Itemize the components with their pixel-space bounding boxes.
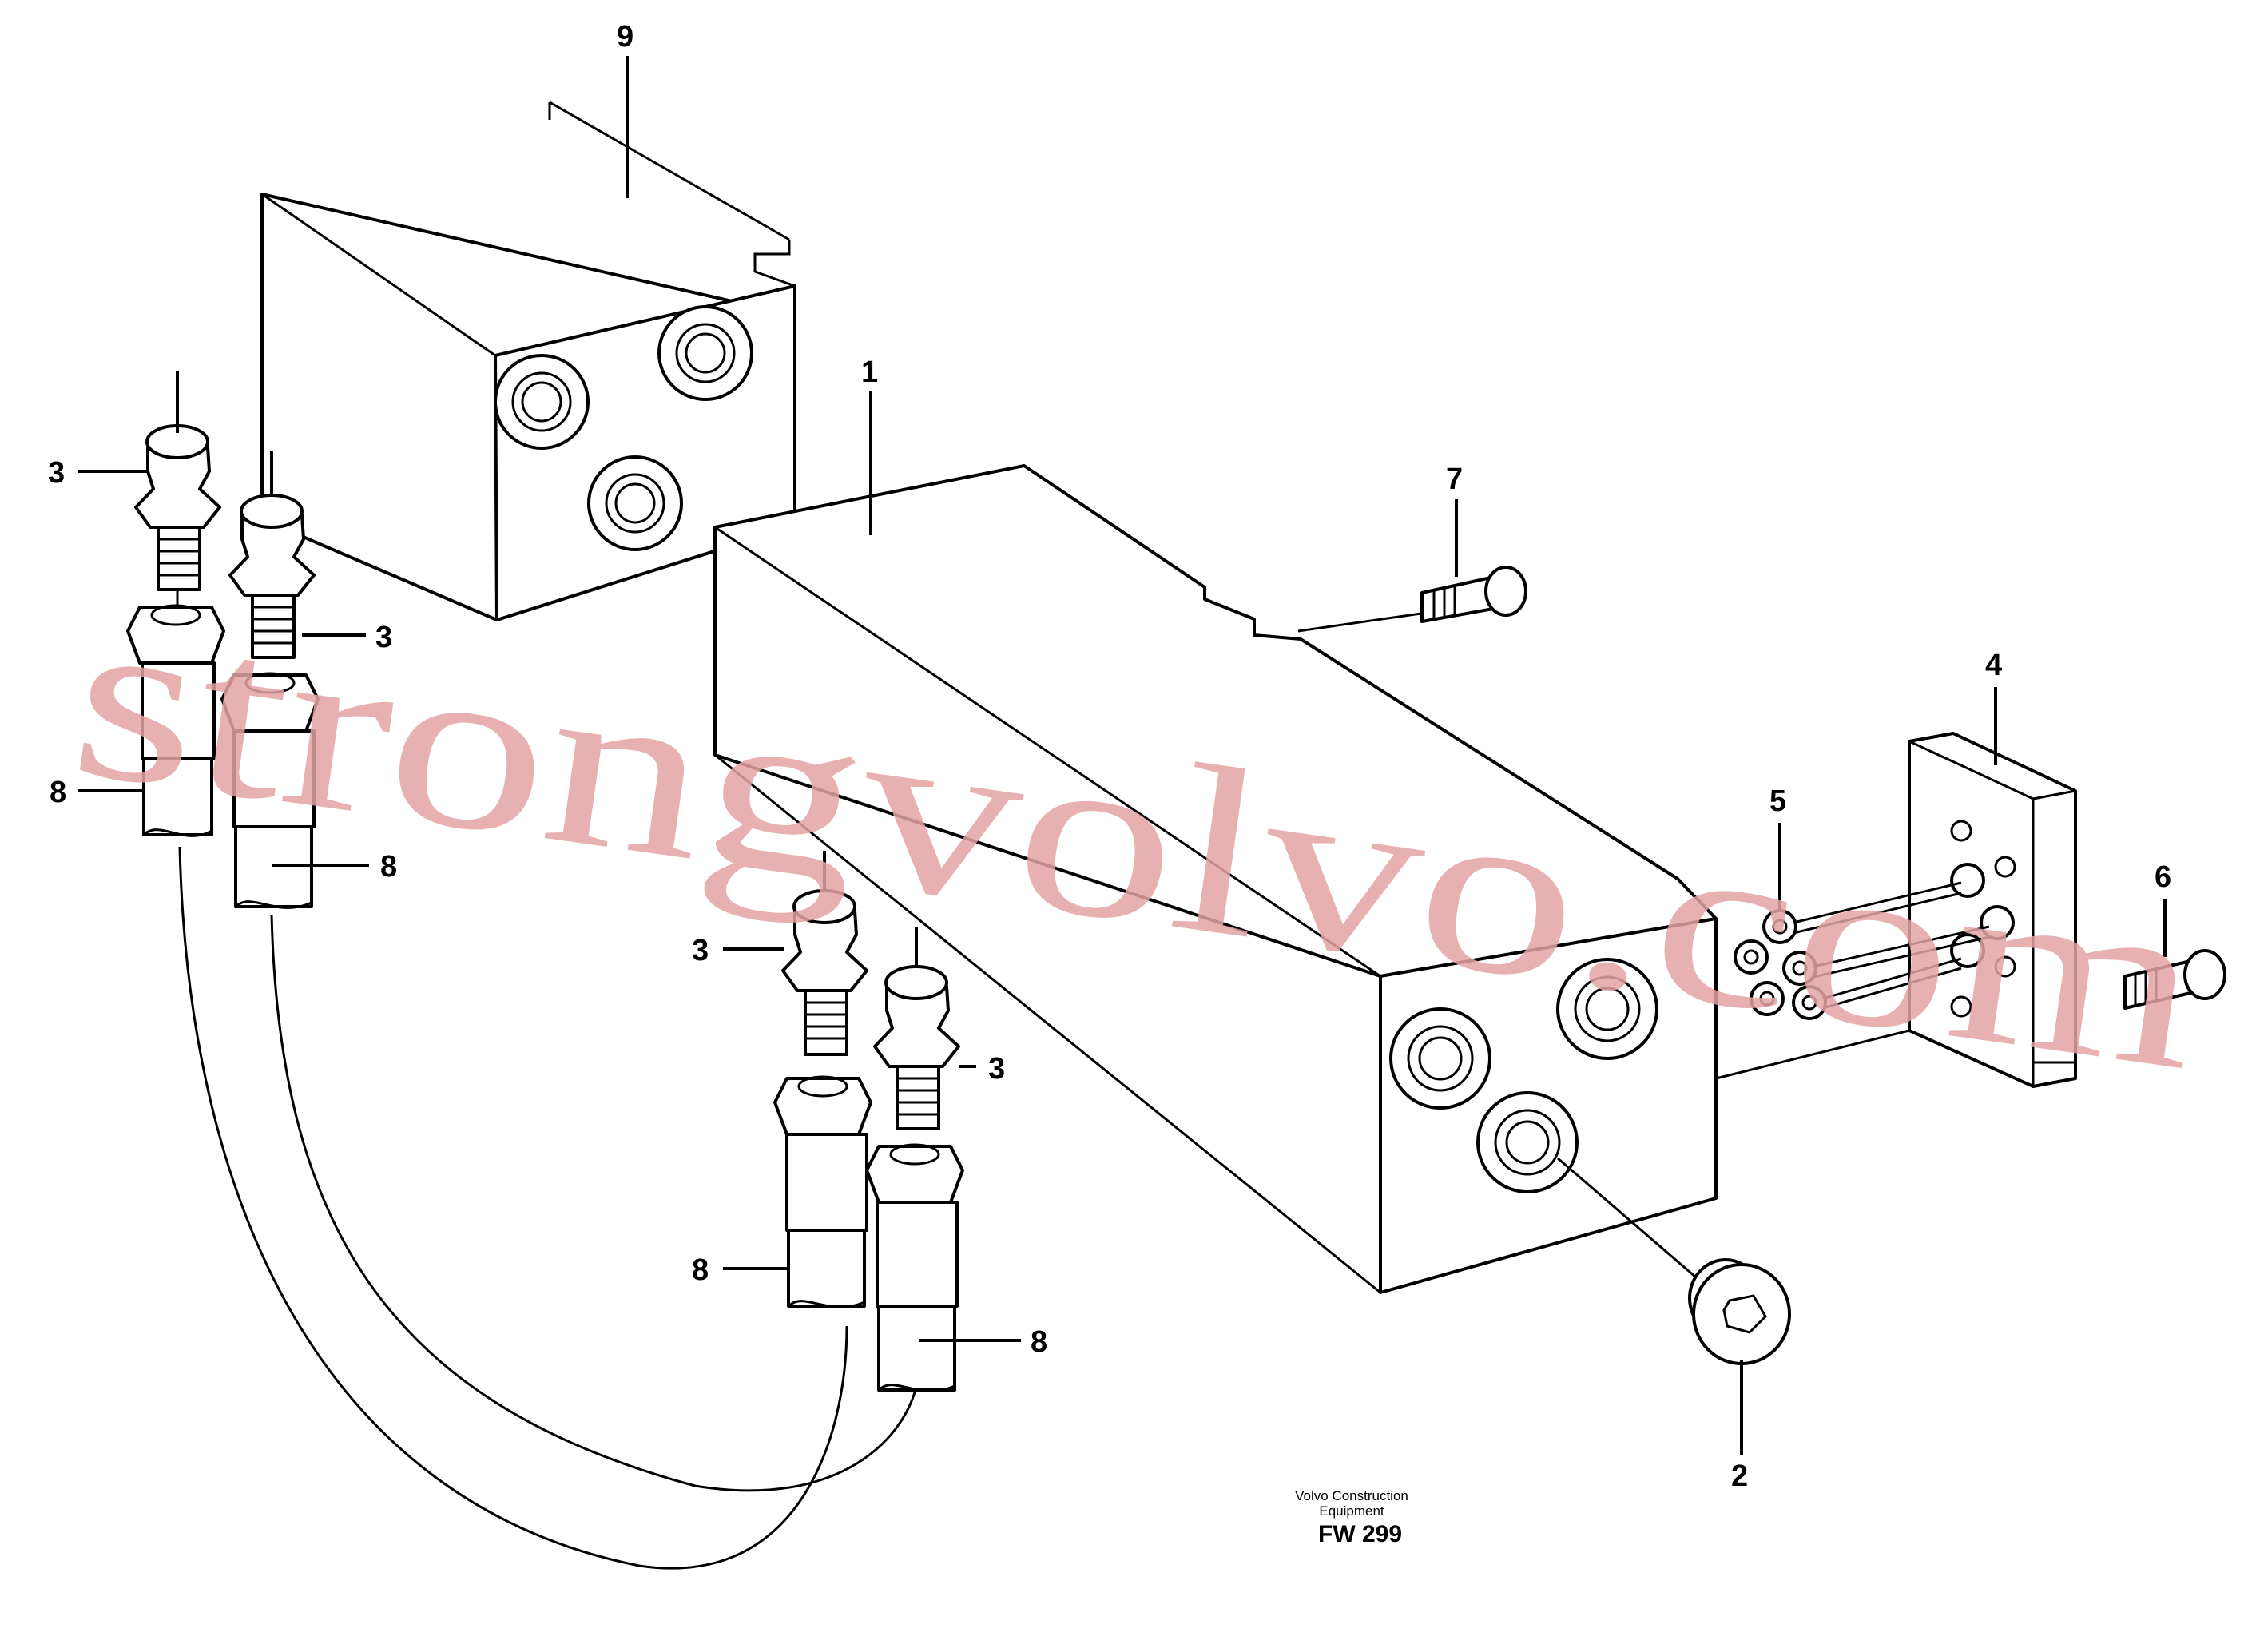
callout-4: 4 [1985, 649, 2002, 682]
callout-9: 9 [617, 20, 634, 54]
hose-assembly-right [773, 889, 964, 1392]
hose-assembly-left [126, 424, 920, 1570]
leader-lines [78, 56, 2167, 1455]
callout-6: 6 [2155, 860, 2171, 894]
callout-8c: 8 [692, 1253, 709, 1287]
callout-3c: 3 [692, 934, 709, 967]
callout-2: 2 [1731, 1459, 1748, 1493]
washers-5 [1734, 881, 1990, 1020]
footer-brand-line1: Volvo Construction [1295, 1488, 1408, 1503]
callout-3a: 3 [48, 456, 65, 490]
callout-8a: 8 [50, 776, 66, 809]
footer-drawing-code: FW 299 [1318, 1521, 1402, 1547]
screw-6 [2123, 949, 2226, 1010]
callout-labels: 9 1 7 4 5 6 3 3 3 3 8 8 8 8 2 [48, 20, 2171, 1493]
callout-1: 1 [861, 355, 878, 389]
callout-5: 5 [1769, 784, 1786, 818]
plug-2 [1557, 1157, 1791, 1365]
valve-block-1 [713, 464, 1718, 1294]
callout-7: 7 [1446, 463, 1463, 496]
callout-8d: 8 [1031, 1325, 1047, 1359]
callout-8b: 8 [380, 850, 397, 884]
footer-brand-line2: Equipment [1319, 1503, 1384, 1519]
callout-3d: 3 [988, 1052, 1005, 1086]
callout-3b: 3 [375, 621, 392, 654]
screw-7 [1420, 566, 1527, 623]
footer: Volvo Construction Equipment FW 299 [1295, 1488, 1408, 1547]
